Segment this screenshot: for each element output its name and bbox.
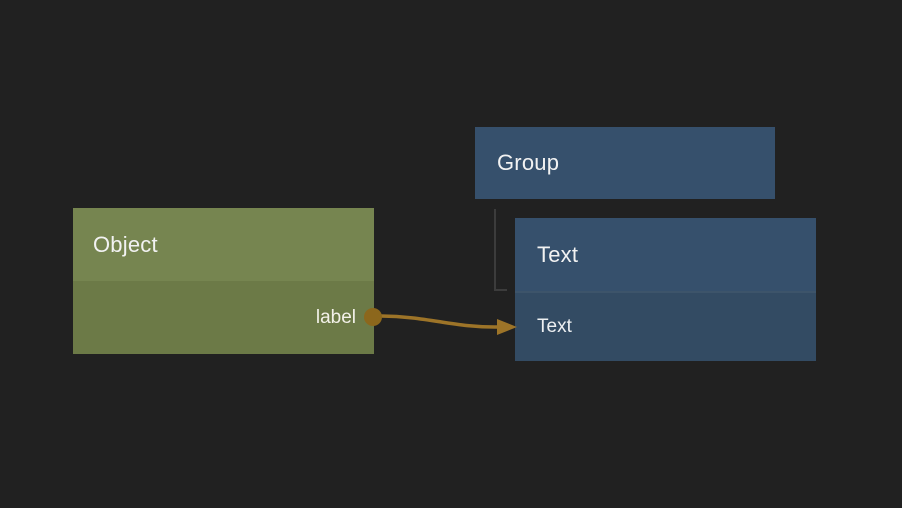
node-group-header[interactable]: Group: [475, 127, 775, 199]
node-object[interactable]: Object label: [73, 208, 374, 354]
node-text-header[interactable]: Text: [515, 218, 816, 291]
edge-arrowhead-icon: [497, 319, 517, 335]
node-group-title: Group: [497, 150, 560, 175]
node-object-title: Object: [93, 231, 158, 257]
node-object-header[interactable]: Object: [73, 208, 374, 281]
node-group[interactable]: Group: [475, 127, 775, 199]
node-text-row[interactable]: Text: [515, 291, 816, 361]
node-text-row-label: Text: [537, 316, 572, 337]
output-port-label: label: [315, 306, 356, 328]
edge-wire[interactable]: [376, 314, 502, 329]
hierarchy-connector-line: [494, 209, 507, 291]
node-text-title: Text: [537, 241, 579, 267]
node-text[interactable]: Text Text: [515, 218, 816, 361]
output-port-dot[interactable]: [364, 308, 382, 326]
node-object-body: label: [73, 281, 374, 354]
